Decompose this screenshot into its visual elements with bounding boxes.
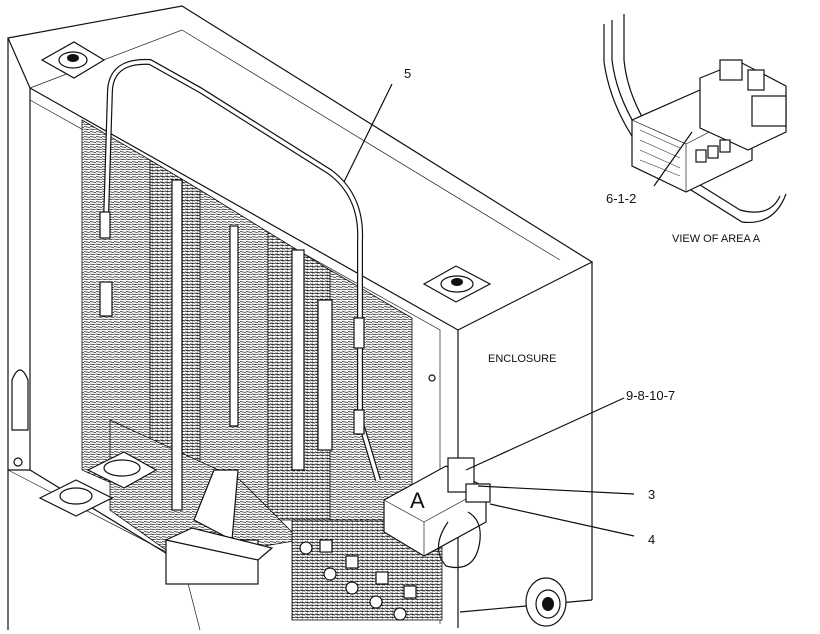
inset-view-area-a: [603, 14, 787, 224]
inset-caption: VIEW OF AREA A: [672, 233, 761, 245]
leader-lines: [343, 83, 693, 537]
callout-5: 5: [404, 66, 411, 81]
area-a-connector: [383, 457, 491, 568]
area-a-marker: A: [410, 488, 425, 513]
top-fan-left: [40, 41, 106, 79]
callout-4: 4: [648, 532, 655, 547]
callout-3: 3: [648, 487, 655, 502]
top-fan-right: [422, 265, 492, 303]
enclosure-label: ENCLOSURE: [488, 353, 556, 365]
lower-fittings: [11, 369, 274, 585]
wiring-harness-5: [99, 58, 381, 481]
side-round-connector: [428, 374, 567, 627]
callout-6-1-2: 6-1-2: [606, 191, 636, 206]
callout-9-8-10-7: 9-8-10-7: [626, 388, 675, 403]
